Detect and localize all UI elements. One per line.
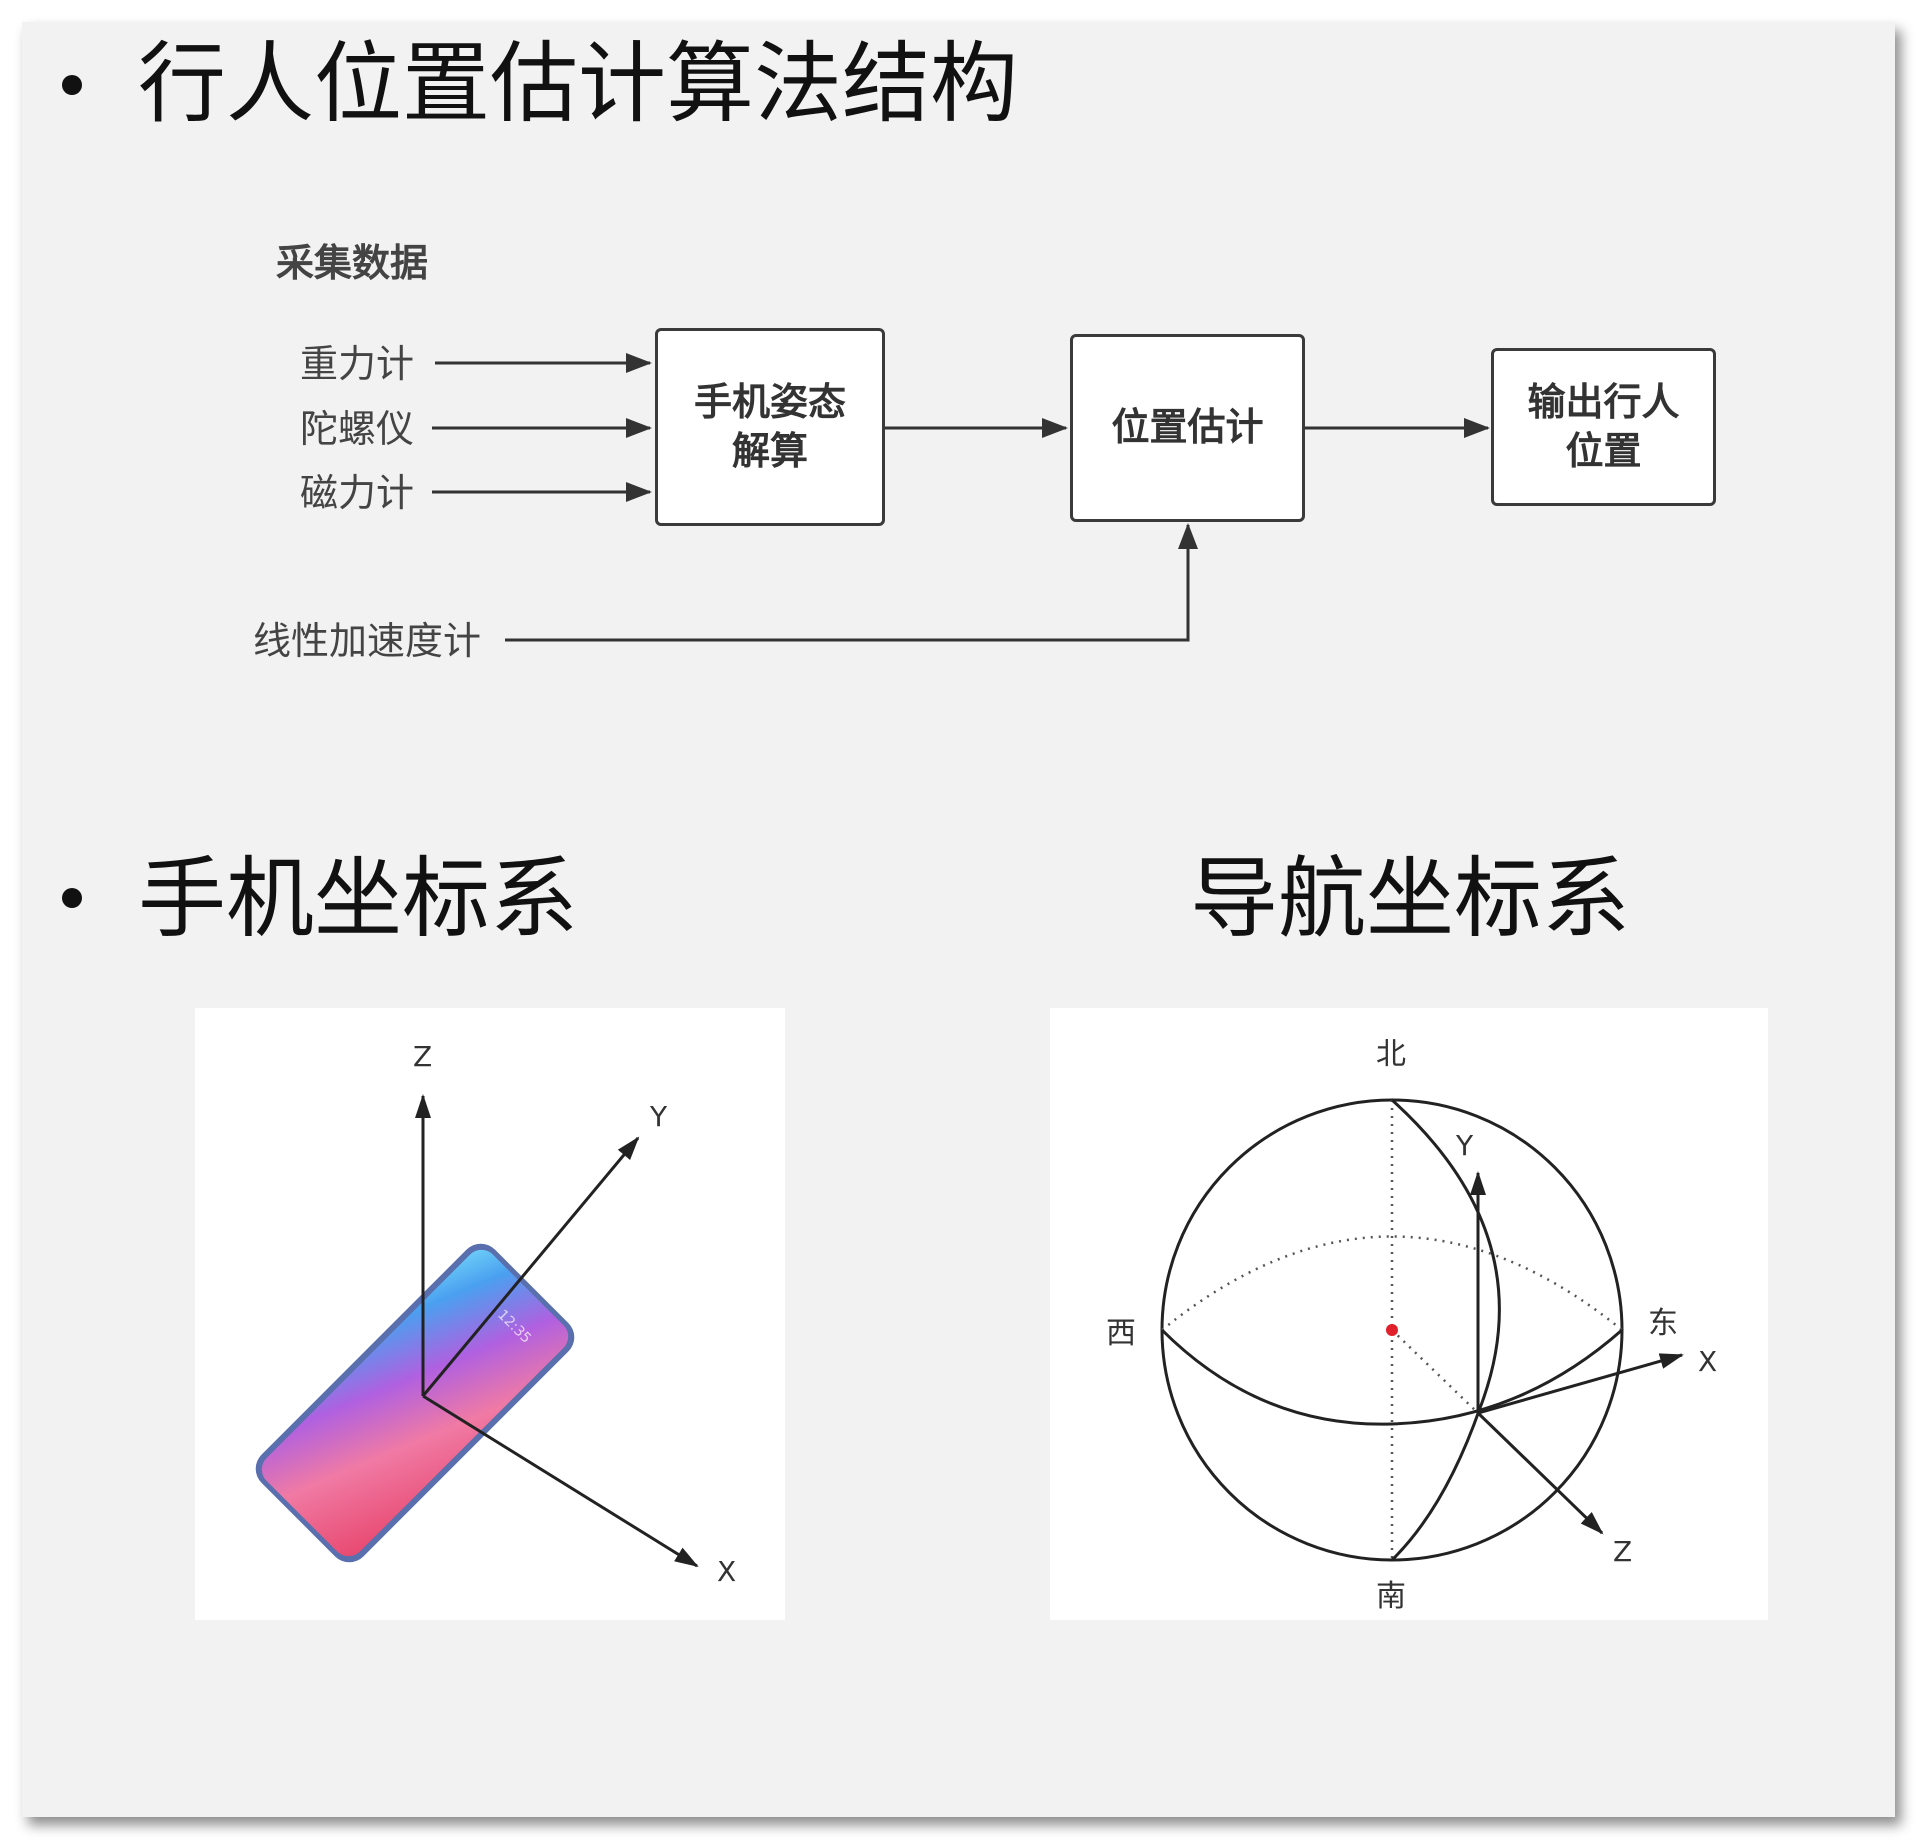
nav-axis-x [1477,1353,1684,1415]
input-label-gyroscope: 陀螺仪 [300,407,415,451]
nav-label-west: 西 [1106,1316,1136,1351]
equator-front [1160,1328,1623,1426]
phone-axis-x [422,1394,699,1568]
group-label-collected-data: 采集数据 [276,241,429,285]
bullet-2 [62,888,82,908]
phone-axis-z-label: Z [413,1040,432,1073]
nav-coords-figure: 北 南 西 东 Y X Z [1106,1037,1717,1614]
input-label-gravimeter: 重力计 [300,342,415,386]
nav-axis-z-label: Z [1613,1535,1632,1568]
input-label-magnetometer: 磁力计 [300,471,415,515]
box-attitude-line1: 手机姿态 [693,379,846,424]
nav-coords-panel: 北 南 西 东 Y X Z [1050,1008,1768,1620]
origin-dot [1386,1324,1398,1336]
nav-axis-z [1476,1411,1604,1535]
box-attitude-line2: 解算 [731,429,808,473]
input-label-linear-accelerometer: 线性加速度计 [253,619,482,663]
nav-axis-y-label: Y [1455,1129,1474,1162]
phone-coords-figure: 12:35 Z Y X [255,1040,736,1588]
bullet-1 [62,75,82,95]
phone-coords-panel: 12:35 Z Y X [195,1008,785,1620]
meridian-front [1390,1098,1501,1562]
box-attitude-solving: 手机姿态解算 [655,328,885,526]
nav-label-south: 南 [1376,1579,1406,1614]
phone-axis-x-label: X [717,1555,736,1588]
box-position-estimation: 位置估计 [1070,334,1305,522]
phone-axis-y [421,1136,640,1397]
nav-label-east: 东 [1648,1306,1678,1341]
flow-connectors [432,353,1490,642]
section-title-algorithm: 行人位置估计算法结构 [138,32,1019,135]
nav-axis-x-label: X [1698,1345,1717,1378]
box-output-line2: 位置 [1565,429,1642,473]
nav-label-north: 北 [1376,1037,1406,1072]
arrow-accel-to-position [505,523,1198,642]
center-to-origin [1391,1329,1479,1414]
equator-back [1161,1235,1623,1331]
phone-axis-y-label: Y [649,1100,668,1133]
phone-image: 12:35 [255,1243,575,1563]
box-output-position: 输出行人位置 [1491,348,1716,506]
section-title-nav-coords: 导航坐标系 [1190,847,1631,950]
section-title-phone-coords: 手机坐标系 [138,847,579,950]
box-output-line1: 输出行人 [1527,379,1680,424]
